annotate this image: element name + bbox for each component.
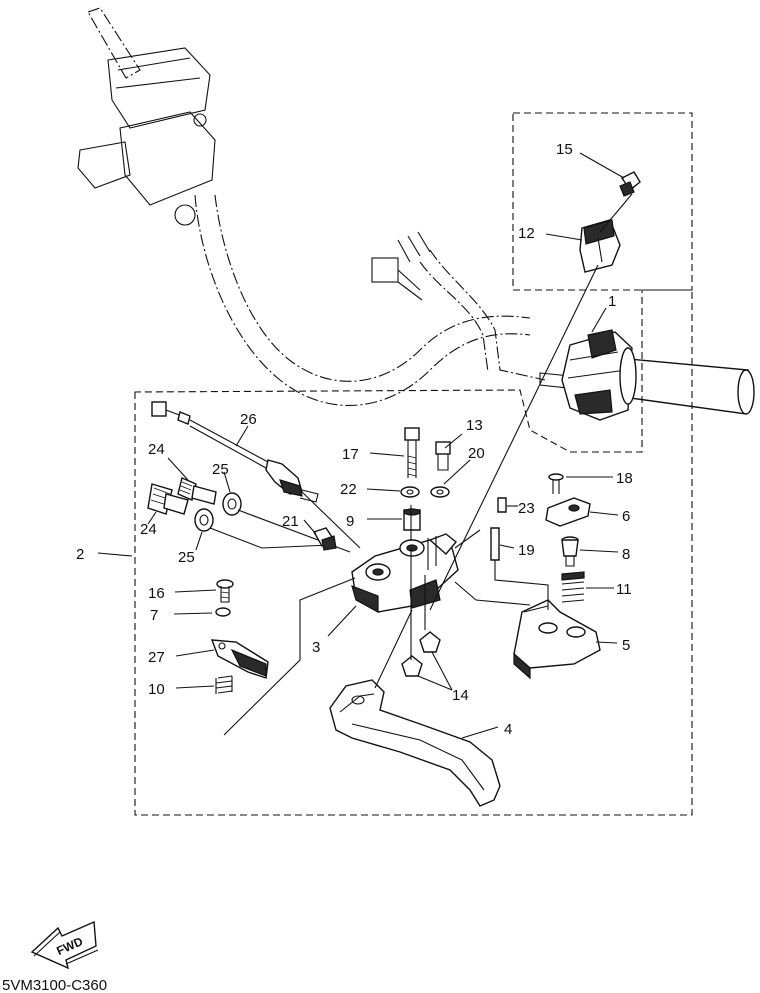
handlebar-phantom <box>77 7 755 415</box>
part-number-17: 17 <box>342 446 359 463</box>
switch-base <box>513 599 601 680</box>
part-number-16: 16 <box>148 585 165 602</box>
lever-holder <box>351 533 459 614</box>
part-number-25-upper: 25 <box>212 461 229 478</box>
locknut-lower <box>194 508 214 532</box>
cable <box>151 401 319 503</box>
drawing-code: 5VM3100-C360 <box>2 977 107 993</box>
nut-upper <box>419 631 441 653</box>
part-number-12: 12 <box>518 225 535 242</box>
adjuster-screw-upper <box>177 477 217 505</box>
plate-6 <box>545 497 591 527</box>
nut-lower <box>401 655 423 677</box>
part-number-9: 9 <box>346 513 354 530</box>
part-number-24-upper: 24 <box>148 441 165 458</box>
part-number-25-lower: 25 <box>178 549 195 566</box>
switch-cover <box>579 219 621 273</box>
washer-7 <box>215 607 231 617</box>
switch-plate <box>210 639 269 679</box>
part-number-5: 5 <box>622 637 630 654</box>
spring-10 <box>215 675 233 694</box>
part-number-11: 11 <box>616 581 632 598</box>
assembly-box-upper <box>512 112 693 291</box>
part-number-8: 8 <box>622 546 630 563</box>
part-number-15: 15 <box>556 141 573 158</box>
fwd-arrow-icon: FWD <box>30 920 99 970</box>
part-number-10: 10 <box>148 681 165 698</box>
washer-20 <box>430 486 450 498</box>
part-number-13: 13 <box>466 417 483 434</box>
part-number-22: 22 <box>340 481 357 498</box>
pin-19 <box>490 527 500 561</box>
pivot-bolt-short <box>435 441 451 471</box>
pin-23 <box>497 497 507 513</box>
part-number-27: 27 <box>148 649 165 666</box>
rod-8 <box>561 536 579 567</box>
part-number-7: 7 <box>150 607 158 624</box>
part-number-2: 2 <box>76 546 84 563</box>
part-number-6: 6 <box>622 508 630 525</box>
part-number-19: 19 <box>518 542 535 559</box>
part-number-21: 21 <box>282 513 299 530</box>
part-number-18: 18 <box>616 470 633 487</box>
part-number-14: 14 <box>452 687 469 704</box>
pivot-bolt-long <box>404 427 420 478</box>
screw-18 <box>548 473 564 494</box>
cover-screw <box>619 171 641 197</box>
adjuster-screw-lower <box>147 483 189 515</box>
washer-22 <box>400 486 420 498</box>
part-number-3: 3 <box>312 639 320 656</box>
part-number-1: 1 <box>608 293 616 310</box>
bushing <box>312 527 337 551</box>
part-number-4: 4 <box>504 721 512 738</box>
switch-assembly <box>561 329 637 421</box>
screw-16 <box>216 579 234 603</box>
part-number-23: 23 <box>518 500 535 517</box>
clutch-lever <box>329 679 501 807</box>
part-number-24-lower: 24 <box>140 521 157 538</box>
alignment-lines <box>299 193 633 689</box>
part-labels: 1 2 3 4 5 6 7 8 9 10 11 12 13 14 15 16 1… <box>76 141 633 738</box>
spring-11 <box>561 571 585 603</box>
part-number-20: 20 <box>468 445 485 462</box>
spring-leader <box>223 577 356 736</box>
collar <box>403 508 421 531</box>
part-number-26: 26 <box>240 411 257 428</box>
locknut-upper <box>222 492 242 516</box>
leader-lines <box>97 152 625 739</box>
